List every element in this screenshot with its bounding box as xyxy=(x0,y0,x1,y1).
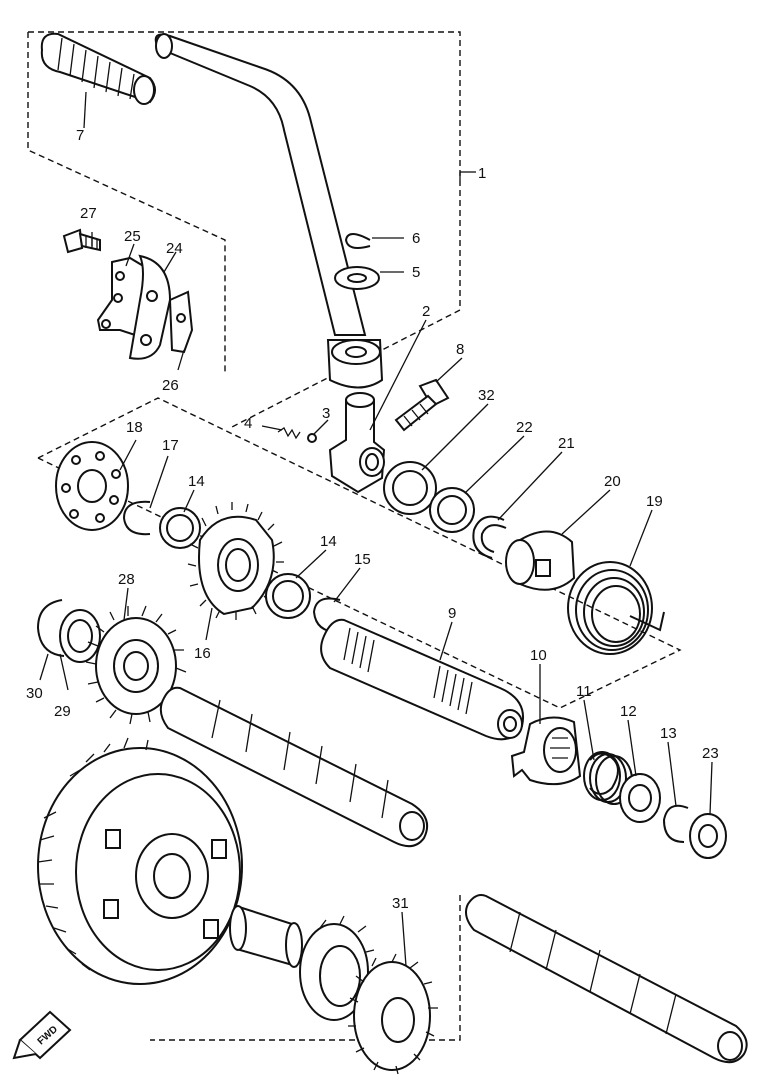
leader-lines xyxy=(39,91,713,967)
countershaft xyxy=(159,686,428,848)
label-1: 1 xyxy=(478,165,486,182)
label-13: 13 xyxy=(660,725,677,742)
kick-axle-part-9 xyxy=(320,618,524,741)
washer-part-22 xyxy=(429,487,475,533)
torsion-spring-part-19 xyxy=(567,561,665,655)
washer-part-5 xyxy=(334,266,404,290)
label-2: 2 xyxy=(422,303,430,320)
label-11: 11 xyxy=(576,683,592,700)
fwd-arrow-badge: FWD xyxy=(12,1010,72,1060)
main-axle xyxy=(465,894,748,1064)
spring-part-4 xyxy=(277,427,301,440)
kick-boss-part-2 xyxy=(328,392,386,494)
washer-part-23 xyxy=(689,813,727,859)
label-14a: 14 xyxy=(188,473,205,490)
label-26: 26 xyxy=(162,377,179,394)
label-6: 6 xyxy=(412,230,420,247)
washer-part-12 xyxy=(619,773,661,823)
gear-part-31 xyxy=(348,953,438,1075)
label-4: 4 xyxy=(244,415,252,432)
label-15: 15 xyxy=(354,551,371,568)
part-number-labels: 7 1 6 5 27 25 24 26 2 8 32 4 3 22 21 20 … xyxy=(26,127,719,912)
spring-guide-part-20 xyxy=(505,530,576,591)
kick-lever-group-border xyxy=(27,32,226,375)
label-18: 18 xyxy=(126,419,143,436)
label-30: 30 xyxy=(26,685,43,702)
bolt-part-27 xyxy=(62,228,101,254)
label-7: 7 xyxy=(76,127,84,144)
circlip-part-30 xyxy=(36,599,65,657)
label-19: 19 xyxy=(646,493,663,510)
bracket-part-26 xyxy=(168,290,194,354)
circlip-part-13 xyxy=(662,804,689,843)
label-28: 28 xyxy=(118,571,135,588)
label-21: 21 xyxy=(558,435,575,452)
label-23: 23 xyxy=(702,745,719,762)
kick-shaft-group-border xyxy=(37,397,682,709)
washer-part-14b xyxy=(265,573,311,619)
label-5: 5 xyxy=(412,264,420,281)
kick-crank-arm xyxy=(154,33,384,389)
label-32: 32 xyxy=(478,387,495,404)
main-axle-group-border xyxy=(150,895,461,1041)
label-31: 31 xyxy=(392,895,409,912)
label-16: 16 xyxy=(194,645,211,662)
ring-part-32 xyxy=(383,461,437,515)
label-20: 20 xyxy=(604,473,621,490)
label-25: 25 xyxy=(124,228,141,245)
circlip-part-6 xyxy=(344,233,404,249)
bushing-sleeve xyxy=(229,904,303,968)
washer-part-14a xyxy=(159,507,201,549)
label-14b: 14 xyxy=(320,533,337,550)
ratchet-part-10 xyxy=(510,716,582,786)
kick-gear-part-16 xyxy=(187,502,284,620)
label-24: 24 xyxy=(166,240,183,257)
guide-part-24 xyxy=(128,254,172,360)
circlip-part-17 xyxy=(122,500,151,536)
clutch-housing xyxy=(37,737,243,985)
label-10: 10 xyxy=(530,647,547,664)
grip-part-7 xyxy=(40,32,156,105)
bolt-part-8 xyxy=(394,378,450,432)
label-27: 27 xyxy=(80,205,97,222)
label-12: 12 xyxy=(620,703,637,720)
gear-part-31a xyxy=(299,915,377,1021)
gear-part-28 xyxy=(85,605,187,725)
label-3: 3 xyxy=(322,405,330,422)
label-17: 17 xyxy=(162,437,179,454)
plate-part-18 xyxy=(55,441,129,531)
label-8: 8 xyxy=(456,341,464,358)
label-22: 22 xyxy=(516,419,533,436)
ball-part-3 xyxy=(307,433,317,443)
circlip-part-21 xyxy=(472,515,507,559)
kick-lever-group-border-top xyxy=(28,31,461,429)
label-9: 9 xyxy=(448,605,456,622)
washer-part-29 xyxy=(59,609,101,663)
label-29: 29 xyxy=(54,703,71,720)
